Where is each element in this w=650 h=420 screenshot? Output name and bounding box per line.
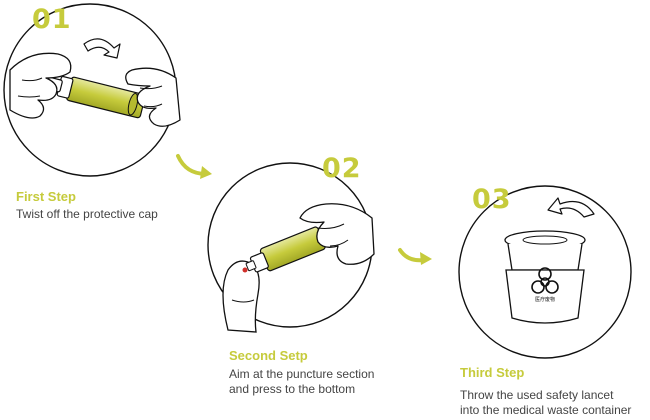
step-2-desc: Aim at the puncture section and press to… bbox=[229, 367, 374, 397]
step-3-illustration: 医疗废物 bbox=[458, 185, 632, 359]
finger bbox=[222, 260, 260, 333]
pressing-hand bbox=[299, 203, 375, 265]
step-3-number: 03 bbox=[472, 184, 512, 215]
step-arrow-2-icon bbox=[398, 248, 432, 265]
step-3-desc-line: into the medical waste container bbox=[460, 403, 632, 417]
step-2-title: Second Setp bbox=[229, 348, 308, 363]
step-3-title: Third Step bbox=[460, 365, 525, 380]
step-1-desc: Twist off the protective cap bbox=[16, 207, 158, 222]
step-arrow-1-icon bbox=[176, 154, 212, 179]
left-hand bbox=[9, 52, 72, 119]
step-2-desc-line: and press to the bottom bbox=[229, 382, 356, 396]
drop-arrow-icon bbox=[547, 197, 595, 218]
twist-arrow-icon bbox=[83, 38, 121, 59]
container-label: 医疗废物 bbox=[535, 296, 555, 303]
right-hand bbox=[125, 67, 181, 127]
step-3-desc-line: Throw the used safety lancet bbox=[460, 388, 614, 402]
step-1-title: First Step bbox=[16, 189, 76, 204]
step-2-desc-line: Aim at the puncture section bbox=[229, 367, 375, 381]
step-1-illustration bbox=[3, 3, 181, 177]
step-1-desc-line: Twist off the protective cap bbox=[16, 207, 158, 221]
step-2-number: 02 bbox=[322, 153, 362, 184]
step-2-illustration bbox=[207, 162, 375, 333]
step-1-number: 01 bbox=[32, 4, 72, 35]
biohazard-icon bbox=[531, 267, 559, 294]
step-3-desc: Throw the used safety lancet into the me… bbox=[460, 388, 631, 418]
waste-container bbox=[504, 230, 586, 324]
